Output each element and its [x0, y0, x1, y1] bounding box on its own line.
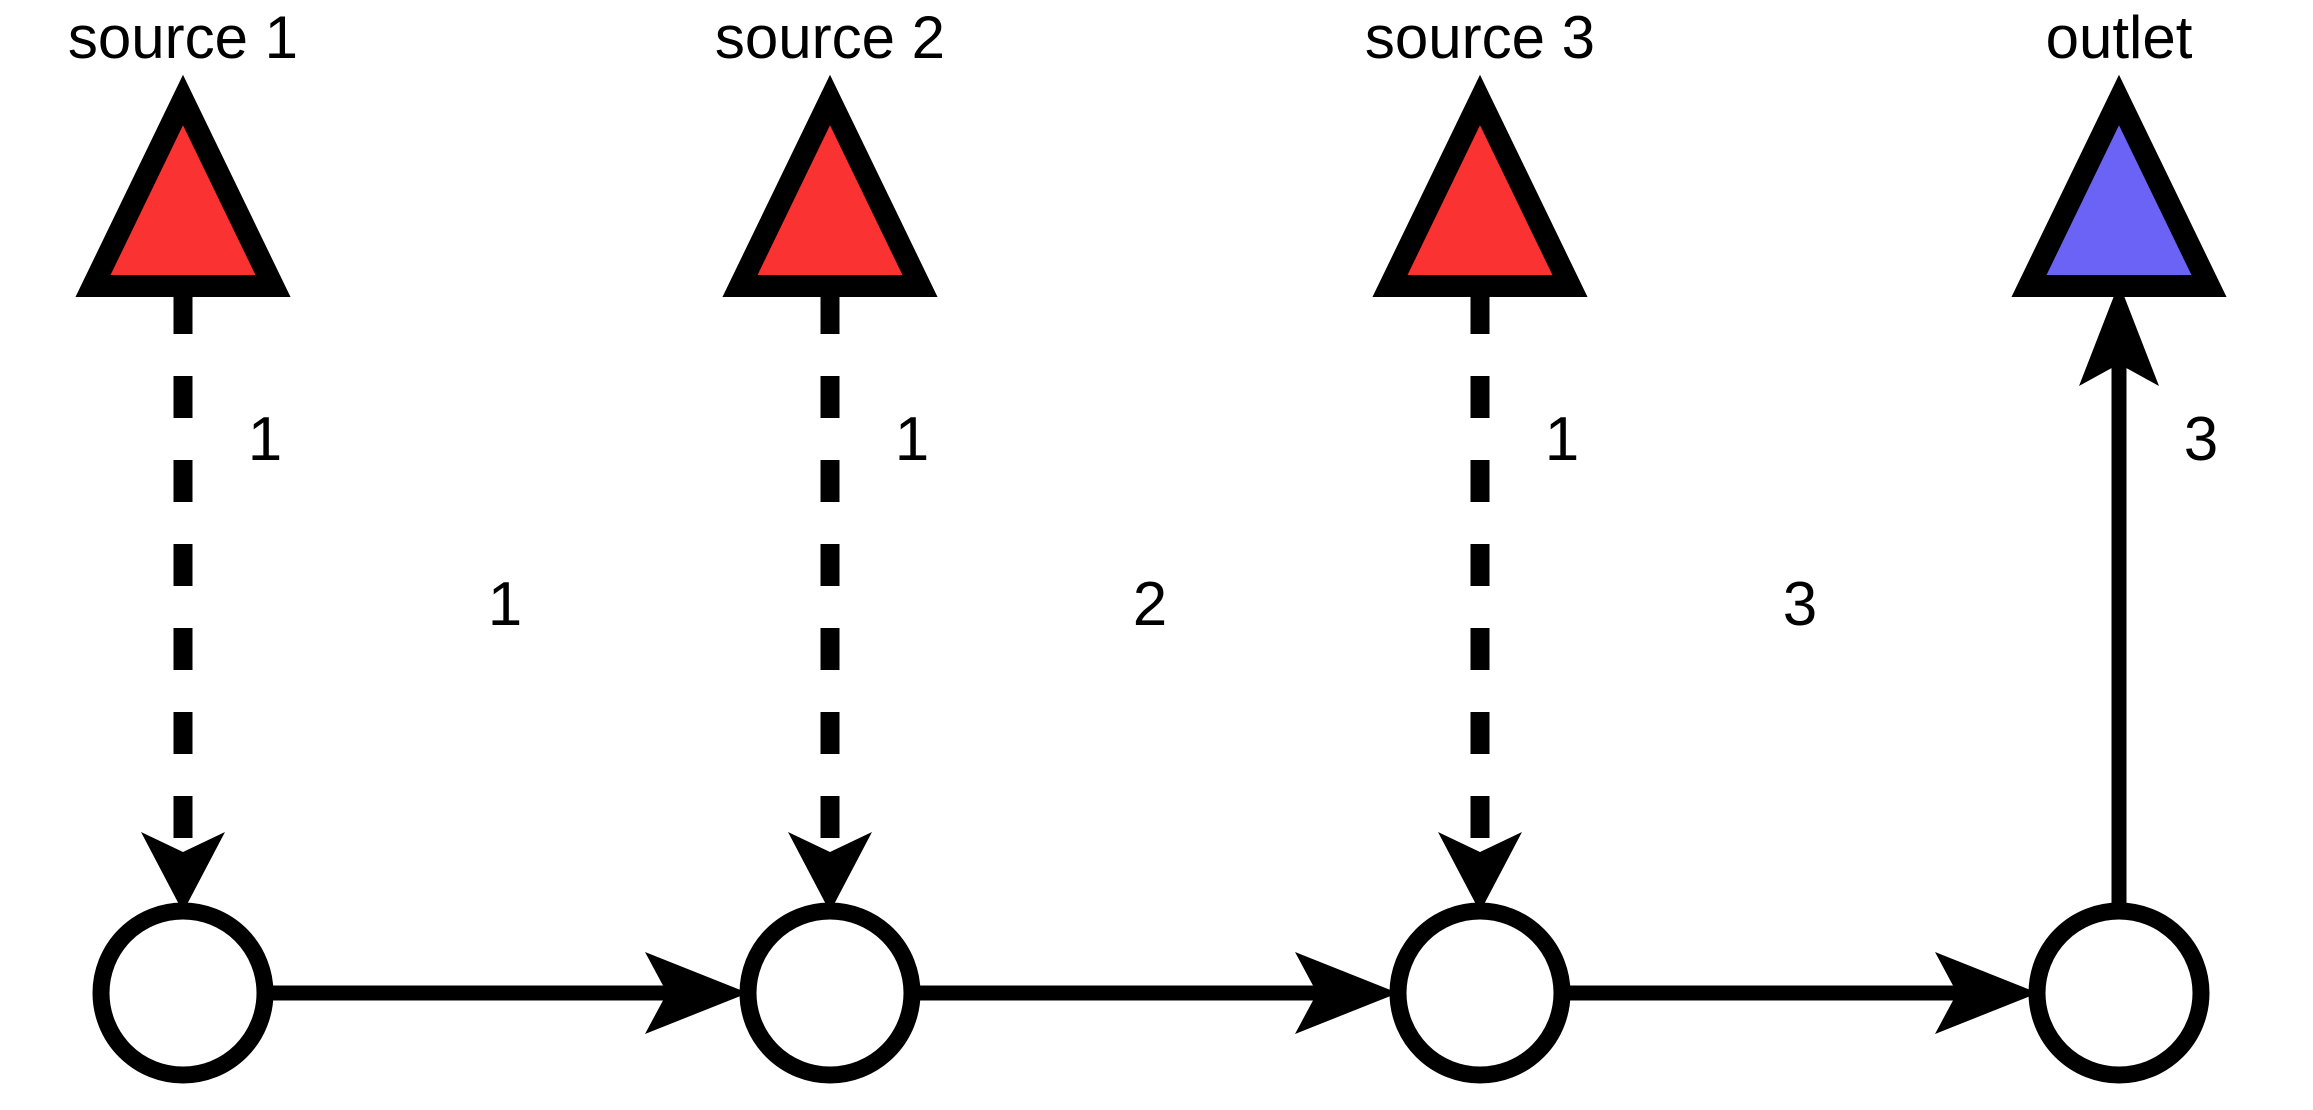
- edge-node1-to-node2[interactable]: [262, 952, 748, 1034]
- edge-3-arrowhead: [1935, 952, 2038, 1034]
- label-edge-node3-to-node4: 3: [1783, 570, 1817, 639]
- source-2-arrowhead: [788, 832, 872, 912]
- caption-outlet: outlet: [2046, 4, 2193, 71]
- label-edge-node2-to-node3: 2: [1133, 570, 1167, 639]
- horizontal-edges: [262, 952, 2038, 1034]
- source-1-arrowhead: [141, 832, 225, 912]
- junction-nodes: [92, 902, 2210, 1084]
- edge-node3-to-node4[interactable]: [1559, 952, 2038, 1034]
- source-2-inflow-edge[interactable]: [788, 292, 872, 912]
- label-source-3-inflow: 1: [1545, 405, 1579, 474]
- source-3-arrowhead: [1438, 832, 1522, 912]
- junction-node-2[interactable]: [739, 902, 921, 1084]
- label-outlet-outflow: 3: [2184, 405, 2218, 474]
- edge-2-arrowhead: [1295, 952, 1398, 1034]
- edge-weight-labels: 1 1 1 3 1 2 3: [248, 405, 2218, 639]
- junction-node-3[interactable]: [1389, 902, 1571, 1084]
- caption-source-3: source 3: [1365, 4, 1595, 71]
- node-captions: source 1 source 2 source 3 outlet: [68, 4, 2193, 71]
- junction-node-1[interactable]: [92, 902, 274, 1084]
- edge-1-arrowhead: [645, 952, 748, 1034]
- outlet-outflow-edge[interactable]: [2079, 283, 2159, 912]
- source-1-triangle[interactable]: [75, 74, 291, 297]
- caption-source-2: source 2: [715, 4, 945, 71]
- source-1-inflow-edge[interactable]: [141, 292, 225, 912]
- label-source-1-inflow: 1: [248, 405, 282, 474]
- junction-node-4[interactable]: [2028, 902, 2210, 1084]
- caption-source-1: source 1: [68, 4, 298, 71]
- source-3-inflow-edge[interactable]: [1438, 292, 1522, 912]
- source-2-triangle[interactable]: [722, 74, 938, 297]
- outlet-arrowhead: [2079, 283, 2159, 386]
- vertical-edges: [141, 283, 2159, 912]
- label-edge-node1-to-node2: 1: [488, 570, 522, 639]
- edge-node2-to-node3[interactable]: [909, 952, 1398, 1034]
- outlet-triangle[interactable]: [2011, 74, 2227, 297]
- label-source-2-inflow: 1: [895, 405, 929, 474]
- source-3-triangle[interactable]: [1372, 74, 1588, 297]
- terminal-shapes: [75, 74, 2227, 297]
